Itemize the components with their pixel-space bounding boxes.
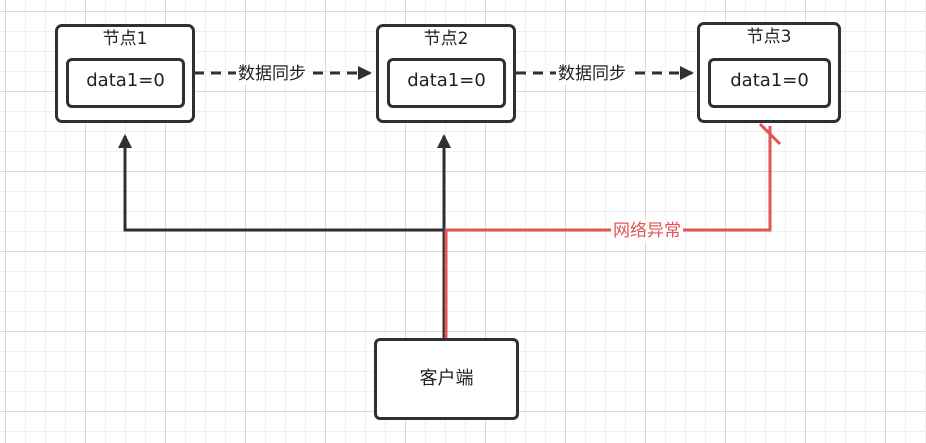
node-3[interactable]: 节点3 data1=0 [697, 22, 841, 123]
node-1-data-box[interactable]: data1=0 [66, 58, 185, 108]
client-to-node3-error-connector [444, 126, 772, 338]
client-box[interactable]: 客户端 [374, 338, 519, 420]
node-2-data-box[interactable]: data1=0 [387, 58, 506, 108]
sync-label-1: 数据同步 [236, 63, 308, 85]
node-1[interactable]: 节点1 data1=0 [55, 24, 195, 123]
node-2-title: 节点2 [423, 29, 469, 49]
node-3-data-value: data1=0 [730, 70, 809, 91]
node-2-data-value: data1=0 [407, 70, 486, 91]
node-3-data-box[interactable]: data1=0 [708, 58, 831, 108]
node-1-title: 节点1 [102, 29, 148, 49]
network-error-label: 网络异常 [611, 220, 683, 242]
node-2[interactable]: 节点2 data1=0 [376, 24, 516, 123]
client-to-node1-connector [118, 134, 446, 338]
node-3-title: 节点3 [746, 27, 792, 47]
client-label: 客户端 [419, 368, 474, 389]
error-cross-mark [758, 122, 782, 146]
node-1-data-value: data1=0 [86, 70, 165, 91]
sync-label-2: 数据同步 [556, 63, 628, 85]
